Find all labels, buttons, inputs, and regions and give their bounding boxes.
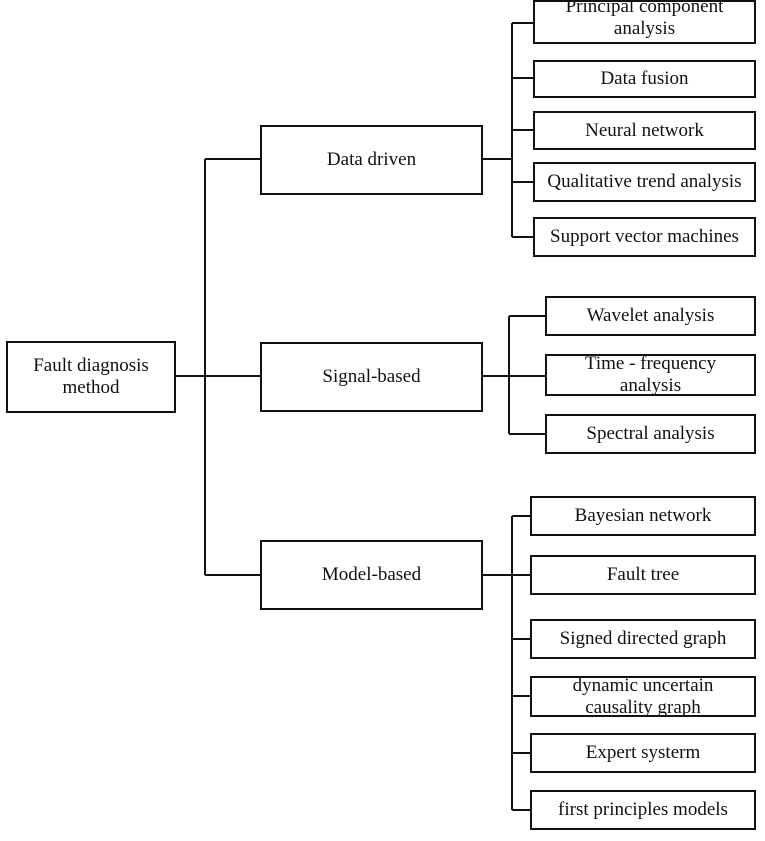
method-label: Spectral analysis: [586, 423, 715, 444]
method-data-fusion: Data fusion: [533, 60, 756, 98]
method-label: Time - frequency analysis: [584, 353, 717, 396]
root-label: Fault diagnosis method: [33, 355, 149, 398]
method-label: first principles models: [558, 799, 728, 820]
category-model-based: Model-based: [260, 540, 483, 610]
method-fault-tree: Fault tree: [530, 555, 756, 595]
method-dynamic-uncertain-causality-graph: dynamic uncertain causality graph: [530, 674, 756, 718]
method-label: Support vector machines: [550, 226, 739, 247]
method-signed-directed-graph: Signed directed graph: [530, 619, 756, 659]
method-neural-network: Neural network: [533, 111, 756, 150]
root-node: Fault diagnosis method: [6, 341, 176, 413]
category-data-driven: Data driven: [260, 125, 483, 195]
method-bayesian-network: Bayesian network: [530, 496, 756, 536]
method-principal-component-analysis: Principal component analysis: [533, 0, 756, 44]
method-label: Bayesian network: [574, 505, 712, 526]
category-label: Data driven: [326, 149, 417, 170]
method-label: Principal component analysis: [565, 0, 724, 39]
method-label: Fault tree: [606, 564, 680, 585]
method-spectral-analysis: Spectral analysis: [545, 414, 756, 454]
method-expert-system: Expert systerm: [530, 733, 756, 773]
category-signal-based: Signal-based: [260, 342, 483, 412]
method-label: Data fusion: [600, 68, 689, 89]
category-label: Signal-based: [322, 366, 421, 387]
method-label: Signed directed graph: [559, 628, 727, 649]
method-label: Expert systerm: [585, 742, 701, 763]
category-label: Model-based: [321, 564, 422, 585]
method-label: dynamic uncertain causality graph: [572, 674, 714, 718]
method-time-frequency-analysis: Time - frequency analysis: [545, 353, 756, 396]
method-wavelet-analysis: Wavelet analysis: [545, 296, 756, 336]
method-label: Qualitative trend analysis: [547, 171, 742, 192]
method-first-principles-models: first principles models: [530, 790, 756, 830]
method-qualitative-trend-analysis: Qualitative trend analysis: [533, 162, 756, 202]
method-label: Neural network: [585, 119, 704, 141]
method-support-vector-machines: Support vector machines: [533, 217, 756, 257]
method-label: Wavelet analysis: [586, 305, 715, 326]
